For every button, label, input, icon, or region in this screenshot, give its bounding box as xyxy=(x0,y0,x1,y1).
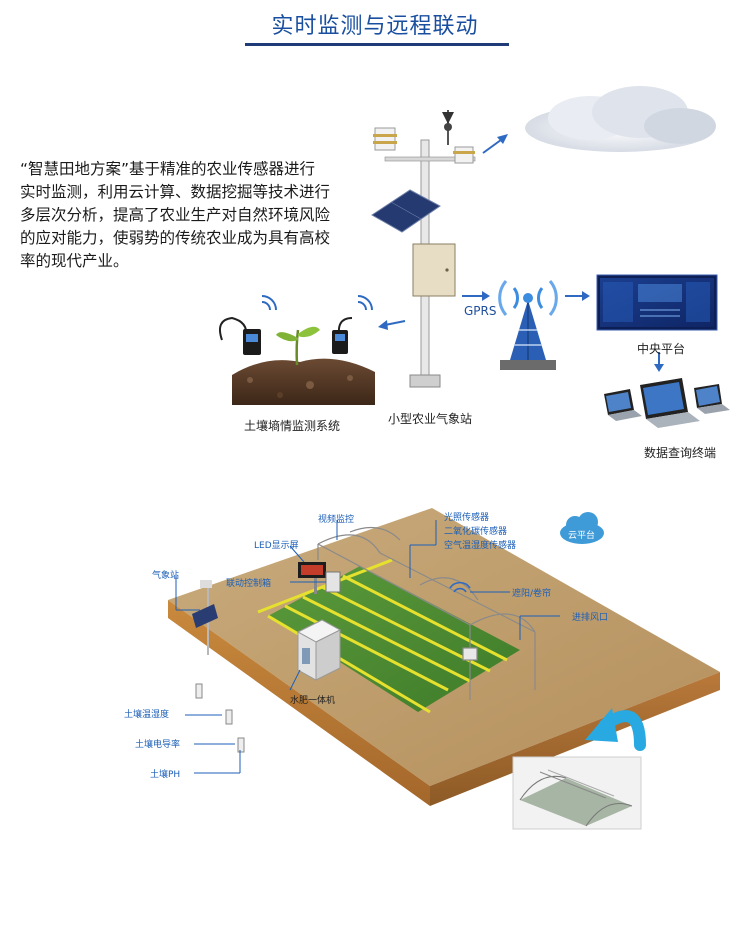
terminal-label: 数据查询终端 xyxy=(644,446,717,460)
label-control: 联动控制箱 xyxy=(226,579,272,589)
wifi-icon xyxy=(261,295,277,311)
intro-line: 的应对能力，使弱势的传统农业成为具有高校 xyxy=(20,229,331,247)
inset-greenhouse-icon xyxy=(512,756,642,830)
soil-monitor-icon xyxy=(219,316,375,405)
platform-screen-icon xyxy=(596,274,718,331)
arrow-to-terminals-icon xyxy=(654,352,664,372)
cloud-icon xyxy=(525,86,716,152)
gprs-label: GPRS xyxy=(464,304,497,318)
crop-field xyxy=(257,558,520,714)
label-vent: 进排风口 xyxy=(572,613,609,623)
intro-line: “智慧田地方案”基于精准的农业传感器进行 xyxy=(20,160,316,178)
wifi-icon xyxy=(449,581,471,593)
soil-system-label: 土壤墒情监测系统 xyxy=(244,419,341,433)
cloud-platform-icon xyxy=(560,512,604,544)
intro-line: 多层次分析，提高了农业生产对自然环境风险 xyxy=(20,206,331,224)
arrow-to-cloud-icon xyxy=(482,134,508,154)
fertilizer-machine-icon xyxy=(296,619,342,681)
arrow-to-platform-icon xyxy=(565,291,590,301)
title-underline xyxy=(245,43,509,46)
label-light: 光照传感器 xyxy=(444,513,490,523)
label-soil-temp: 土壤温湿度 xyxy=(124,710,170,720)
laptop-icon xyxy=(640,378,700,428)
led-display-icon xyxy=(298,562,326,594)
soil-sensor-icon xyxy=(195,683,245,753)
greenhouse-structure xyxy=(317,526,536,700)
label-soil-ph: 土壤PH xyxy=(150,770,181,780)
page-title: 实时监测与远程联动 xyxy=(271,14,479,39)
laptop-icon xyxy=(604,389,642,421)
label-cloud: 云平台 xyxy=(568,531,596,541)
label-video: 视频监控 xyxy=(318,515,355,525)
laptop-icon xyxy=(694,384,730,414)
label-weather: 气象站 xyxy=(152,571,180,581)
leader-lines xyxy=(175,520,560,774)
label-fertilizer: 水肥一体机 xyxy=(290,696,336,706)
intro-paragraph: “智慧田地方案”基于精准的农业传感器进行 实时监测，利用云计算、数据挖掘等技术进… xyxy=(20,158,360,273)
label-shade: 遮阳/卷帘 xyxy=(512,589,552,599)
intro-line: 率的现代产业。 xyxy=(20,252,129,270)
arrow-to-tower-icon xyxy=(462,291,490,301)
platform-label: 中央平台 xyxy=(637,342,686,356)
system-diagram xyxy=(219,86,730,428)
label-soil-ec: 土壤电导率 xyxy=(135,740,181,750)
label-led: LED显示屏 xyxy=(254,541,299,551)
curved-arrow-icon xyxy=(585,708,646,751)
arrow-to-soil-icon xyxy=(378,320,406,330)
label-air: 空气温湿度传感器 xyxy=(444,541,517,551)
control-box-icon xyxy=(325,571,341,593)
weather-station-label: 小型农业气象站 xyxy=(388,412,473,426)
intro-line: 实时监测，利用云计算、数据挖掘等技术进行 xyxy=(20,183,331,201)
wifi-icon xyxy=(357,295,373,311)
small-weather-station-icon xyxy=(192,580,218,655)
signal-tower-icon xyxy=(498,280,558,370)
label-co2: 二氧化碳传感器 xyxy=(444,527,508,537)
weather-station-icon xyxy=(371,110,476,388)
